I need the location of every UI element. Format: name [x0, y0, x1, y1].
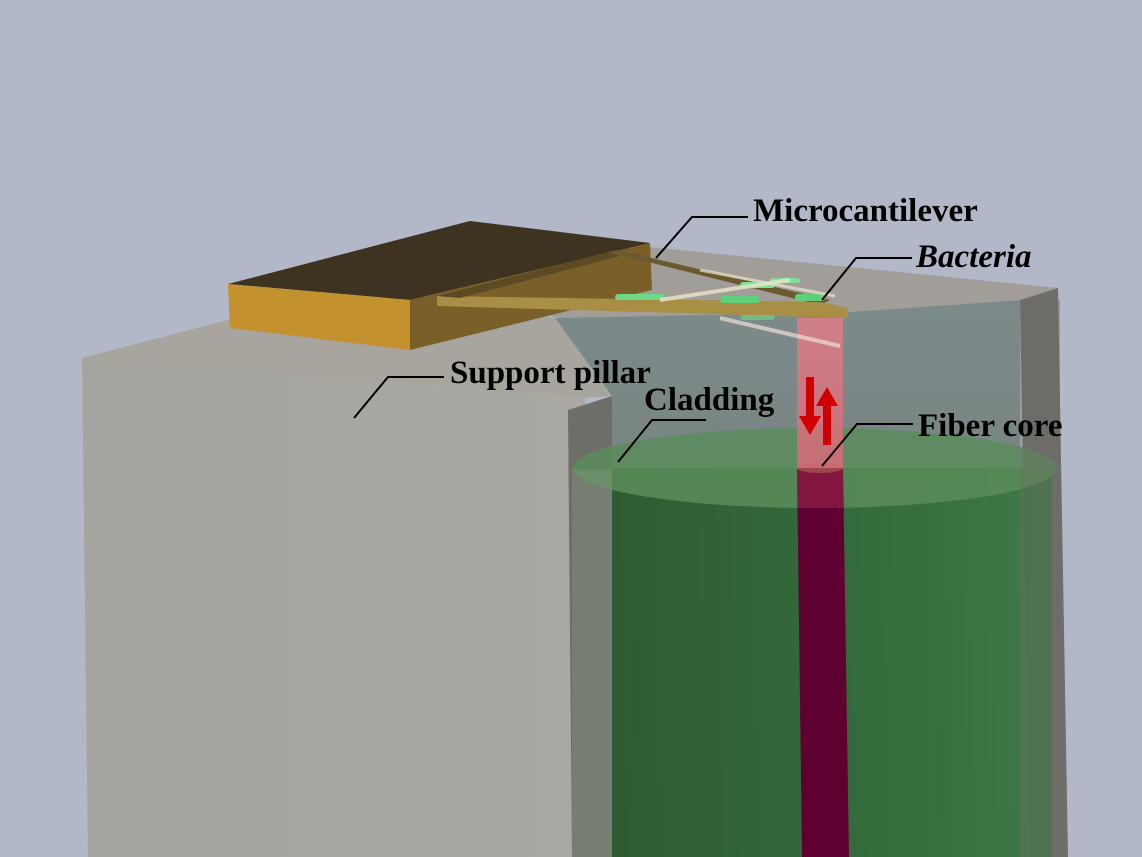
arrow-down-icon [799, 416, 821, 435]
microcantilever-arm-back [608, 250, 830, 305]
gold-base-front [228, 284, 410, 350]
cladding-right-shade [1020, 300, 1060, 857]
leader-line-bacteria [821, 257, 912, 301]
leader-line-fiber-core [821, 423, 913, 467]
label-fiber-core: Fiber core [918, 408, 1063, 444]
leader-line-support-pillar [353, 376, 444, 419]
cladding-left-shade [572, 470, 612, 857]
arrow-down-shaft [806, 377, 814, 422]
bacterium [615, 294, 665, 300]
fiber-core-glow [797, 468, 843, 508]
fiber-core [797, 468, 849, 857]
arrow-up-icon [816, 387, 838, 406]
label-microcantilever: Microcantilever [753, 193, 978, 229]
arrow-up-shaft [823, 402, 831, 445]
label-bacteria: Bacteria [916, 239, 1032, 275]
leader-line-cladding [617, 419, 706, 463]
bacterium [795, 294, 825, 301]
gold-base-side [410, 243, 652, 350]
label-cladding: Cladding [644, 382, 775, 418]
cantilever-deflection-ghost [719, 316, 841, 348]
leader-line-microcantilever [655, 216, 748, 259]
bacterium [720, 296, 760, 303]
bacterium [740, 315, 775, 320]
gold-base-top [228, 221, 650, 300]
microcantilever-top [437, 252, 620, 298]
support-pillar-front [82, 358, 588, 857]
label-support-pillar: Support pillar [450, 355, 651, 391]
bacteria-cluster [615, 268, 841, 348]
bidirectional-light-arrows [799, 377, 838, 445]
cantilever-deflection-ghost [699, 268, 836, 298]
cavity-left-wall [568, 396, 612, 857]
